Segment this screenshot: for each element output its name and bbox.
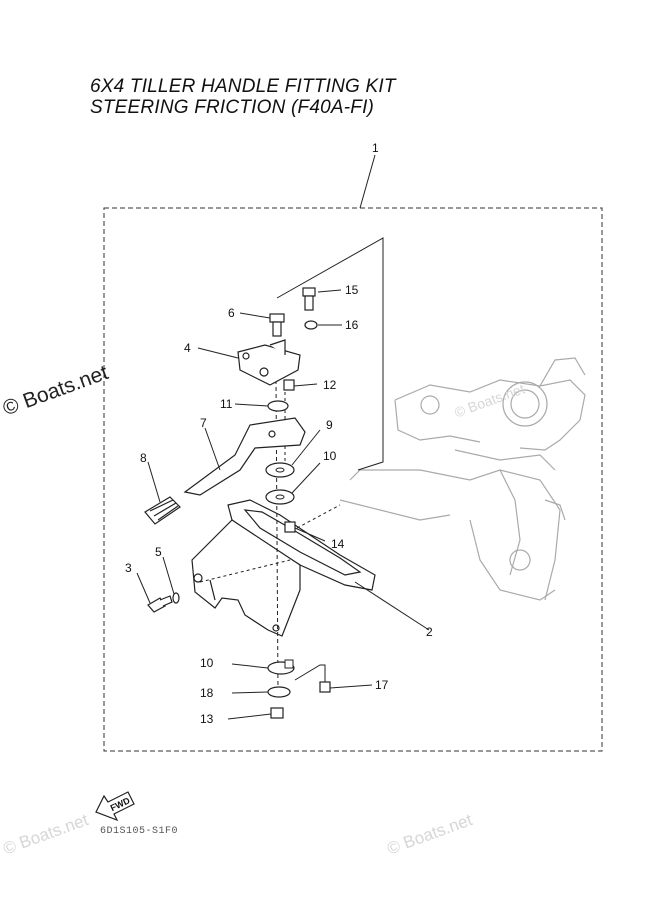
washer-part-11 xyxy=(267,400,289,412)
item1-leader xyxy=(276,154,384,471)
callout-14: 14 xyxy=(331,537,345,551)
callout-16: 16 xyxy=(345,318,359,332)
grip-part-8 xyxy=(144,496,181,525)
nut-part-17 xyxy=(319,681,331,693)
callout-12: 12 xyxy=(323,378,337,392)
callout-9: 9 xyxy=(326,418,333,432)
lever-part-7 xyxy=(183,417,306,496)
callout-18: 18 xyxy=(200,686,214,700)
callout-8: 8 xyxy=(140,451,147,465)
washer-part-18 xyxy=(267,686,291,698)
callout-1: 1 xyxy=(372,141,379,155)
callout-13: 13 xyxy=(200,712,214,726)
collar-part-14 xyxy=(284,521,296,533)
diagram-title-line1: 6X4 TILLER HANDLE FITTING KIT xyxy=(90,76,396,97)
callout-17: 17 xyxy=(375,678,389,692)
callout-10-lower: 10 xyxy=(200,656,214,670)
nut-part-12 xyxy=(283,379,295,391)
callout-7: 7 xyxy=(200,416,207,430)
engine-outline xyxy=(339,357,586,601)
kit-boundary xyxy=(103,207,603,752)
washer-part-16 xyxy=(304,320,318,330)
screw-part-3 xyxy=(147,595,173,613)
bolt-part-6 xyxy=(269,313,285,337)
washer-part-5 xyxy=(172,592,180,604)
callout-10-upper: 10 xyxy=(323,449,337,463)
callout-5: 5 xyxy=(155,545,162,559)
friction-plate xyxy=(191,499,376,637)
diagram-code: 6D1S105-S1F0 xyxy=(100,826,179,837)
callout-11: 11 xyxy=(220,397,233,411)
callout-15: 15 xyxy=(345,283,359,297)
leader-lines xyxy=(136,289,430,720)
callout-3: 3 xyxy=(125,561,132,575)
diagram-title-line2: STEERING FRICTION (F40A-FI) xyxy=(90,97,375,118)
nut-part-13 xyxy=(270,707,284,719)
callout-2: 2 xyxy=(426,625,433,639)
bolt-part-15 xyxy=(302,287,316,311)
callout-4: 4 xyxy=(184,341,191,355)
callout-6: 6 xyxy=(228,306,235,320)
fwd-arrow xyxy=(95,791,135,822)
bracket-part-4 xyxy=(237,339,301,386)
